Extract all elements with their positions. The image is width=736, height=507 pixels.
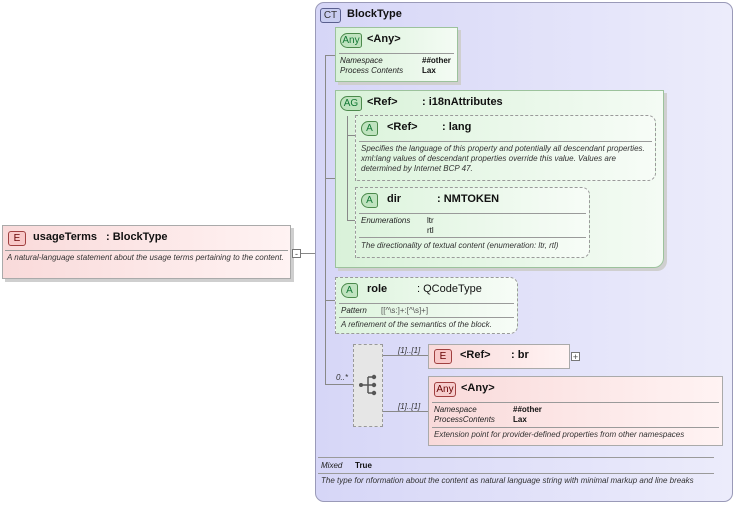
lang-ref: <Ref> (387, 121, 418, 133)
expand-br-button[interactable]: + (571, 352, 580, 362)
dir-enum-label: Enumerations (361, 216, 411, 225)
dir-name: dir (387, 193, 402, 205)
role-type: : QCodeType (417, 283, 482, 295)
element-description: A natural-language statement about the u… (7, 253, 284, 262)
dir-enum-value-rtl: rtl (427, 226, 434, 235)
any-process-value: Lax (422, 66, 436, 75)
br-ref: <Ref> (460, 349, 491, 361)
role-description: A refinement of the semantics of the blo… (341, 320, 492, 329)
any-bottom-process-label: ProcessContents (434, 415, 495, 424)
choice-compositor[interactable] (353, 344, 383, 427)
role-pattern-value: [[^\s:]+:[^\s]+] (381, 306, 429, 315)
mixed-label: Mixed (321, 461, 343, 470)
br-cardinality: [1]..[1] (398, 346, 421, 355)
element-usageterms[interactable]: E usageTerms : BlockType A natural-langu… (2, 225, 291, 279)
element-br[interactable]: E <Ref> : br (428, 344, 570, 369)
attribute-role[interactable]: A role : QCodeType Pattern [[^\s:]+:[^\s… (335, 277, 518, 334)
any-bottom-name: <Any> (461, 382, 495, 394)
attribute-group-ref: <Ref> (367, 96, 398, 108)
role-badge: A (341, 283, 358, 298)
any-element-bottom[interactable]: Any <Any> Namespace ##other ProcessConte… (428, 376, 723, 446)
attribute-lang[interactable]: A <Ref> : lang Specifies the language of… (355, 115, 656, 181)
any-bottom-process-value: Lax (513, 415, 527, 424)
dir-type: : NMTOKEN (437, 193, 500, 205)
any-badge: Any (340, 33, 362, 48)
choice-cardinality: 0..* (336, 373, 349, 382)
any-bottom-namespace-value: ##other (513, 405, 542, 414)
complex-type-badge: CT (320, 8, 341, 23)
any-namespace-label: Namespace (340, 56, 383, 65)
expand-element-button[interactable]: - (292, 249, 301, 259)
lang-name: : lang (442, 121, 472, 133)
attribute-group-name: : i18nAttributes (422, 96, 503, 108)
any-bottom-badge: Any (434, 382, 456, 397)
lang-badge: A (361, 121, 378, 136)
any-process-label: Process Contents (340, 66, 404, 75)
complex-type-description: The type for nformation about the conten… (321, 476, 694, 485)
element-type: : BlockType (106, 231, 168, 243)
lang-description: Specifies the language of this property … (361, 144, 645, 173)
any-element-top[interactable]: Any <Any> Namespace ##other Process Cont… (335, 27, 458, 82)
any-name: <Any> (367, 33, 401, 45)
mixed-value: True (355, 461, 372, 470)
role-pattern-label: Pattern (341, 306, 367, 315)
any-namespace-value: ##other (422, 56, 451, 65)
any-bottom-cardinality: [1]..[1] (398, 402, 421, 411)
role-name: role (367, 283, 388, 295)
any-bottom-description: Extension point for provider-defined pro… (434, 430, 685, 439)
dir-badge: A (361, 193, 378, 208)
any-bottom-namespace-label: Namespace (434, 405, 477, 414)
br-badge: E (434, 349, 452, 364)
attribute-dir[interactable]: A dir : NMTOKEN Enumerations ltr rtl The… (355, 187, 590, 258)
dir-description: The directionality of textual content (e… (361, 241, 559, 250)
br-name: : br (511, 349, 529, 361)
element-badge: E (8, 231, 26, 246)
dir-enum-value-ltr: ltr (427, 216, 434, 225)
attribute-group-badge: AG (340, 96, 362, 111)
complex-type-name: BlockType (347, 8, 402, 20)
choice-icon (359, 374, 377, 396)
element-name: usageTerms (33, 231, 97, 243)
